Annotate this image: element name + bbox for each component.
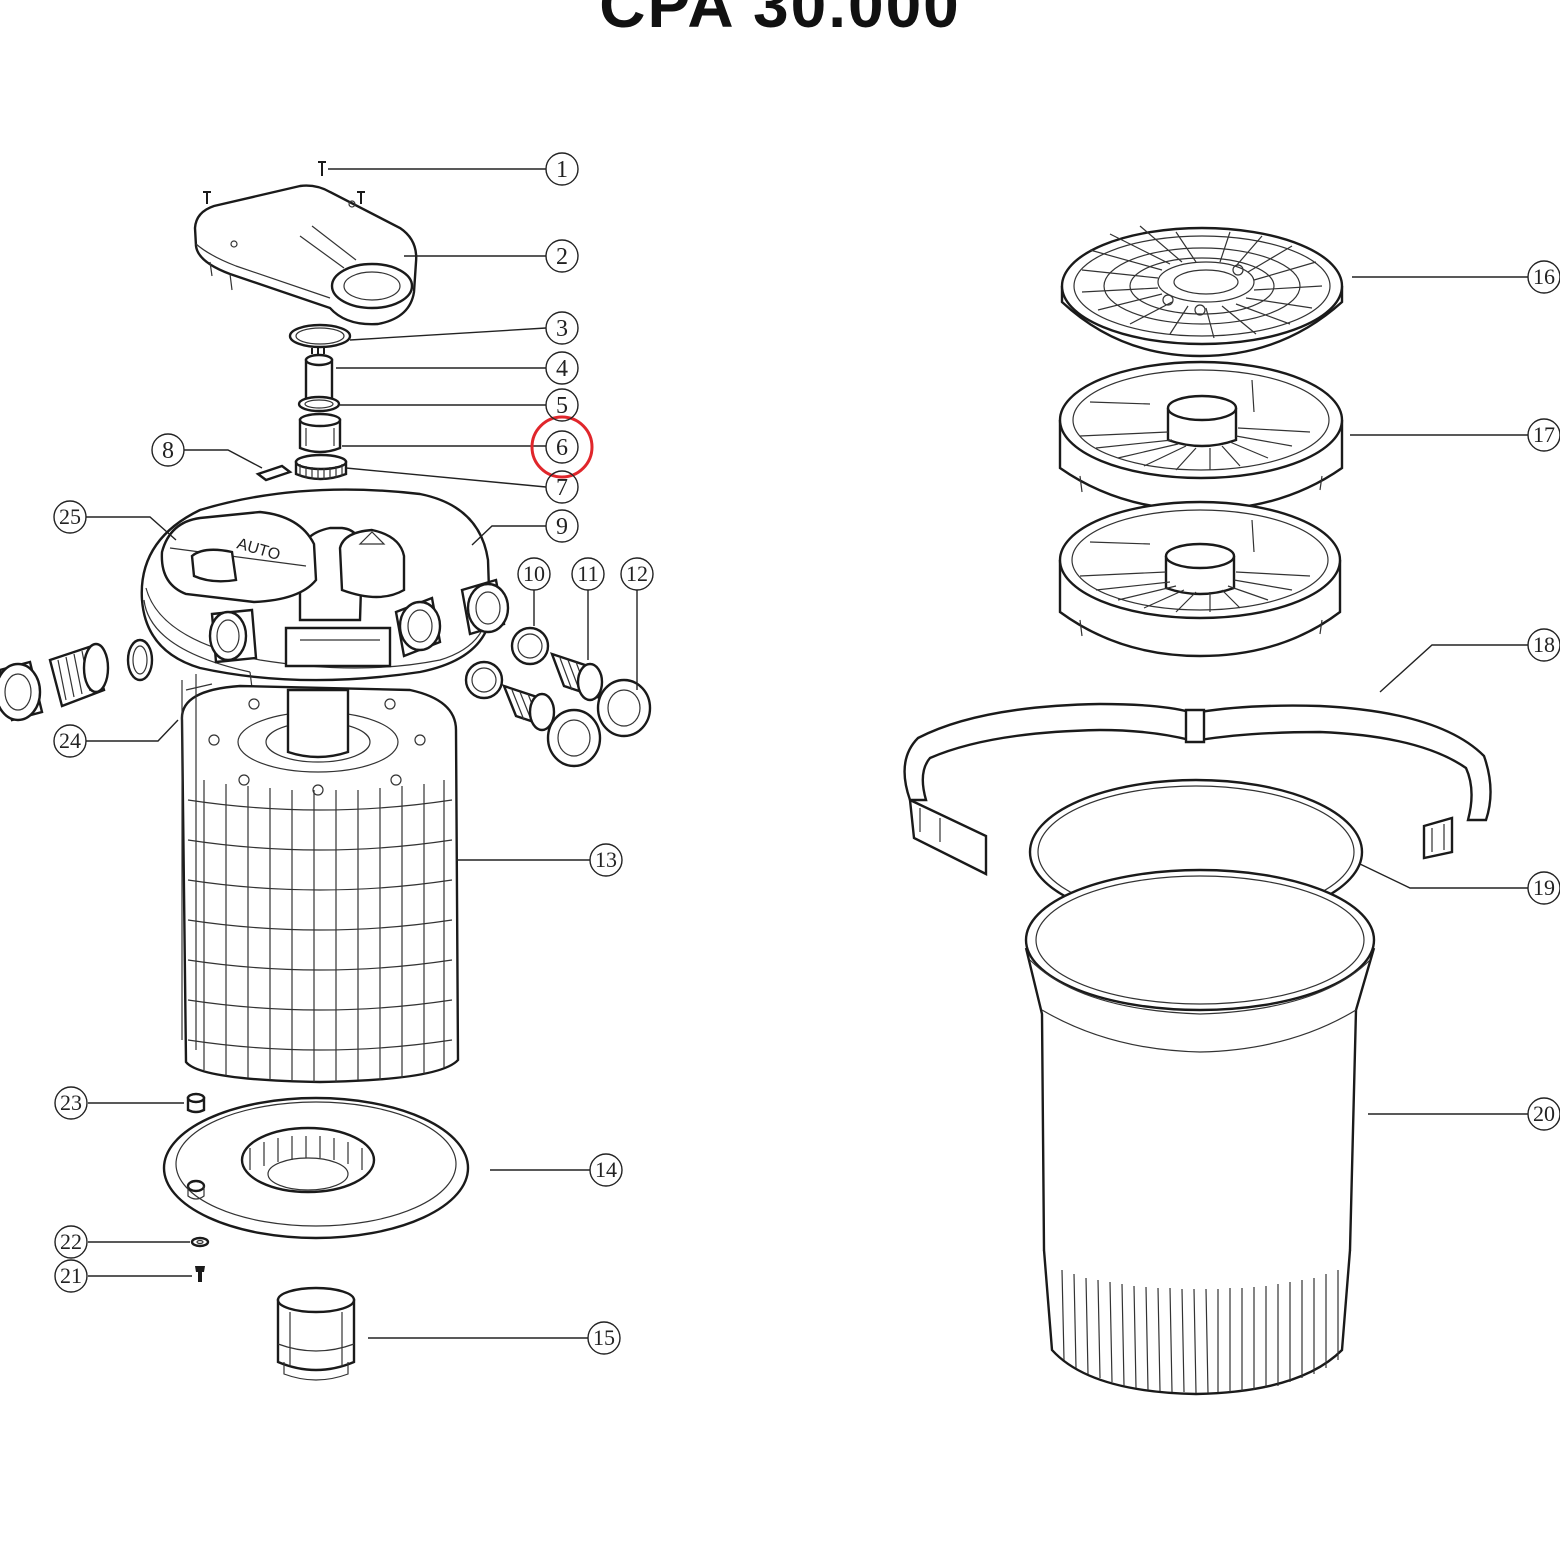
svg-text:3: 3 xyxy=(556,316,568,342)
part-7-gear-ring xyxy=(294,453,348,481)
svg-text:25: 25 xyxy=(59,504,81,529)
part-8-label-plate xyxy=(255,464,293,482)
part-3-o-ring xyxy=(288,323,352,349)
svg-text:19: 19 xyxy=(1533,875,1555,900)
callout-1: 1 xyxy=(545,152,579,186)
part-17-filter-trays xyxy=(1058,360,1344,658)
part-10-o-rings xyxy=(464,626,550,700)
callout-23: 23 xyxy=(54,1086,88,1120)
svg-text:23: 23 xyxy=(60,1090,82,1115)
callout-17: 17 xyxy=(1527,418,1560,452)
callout-20: 20 xyxy=(1527,1097,1560,1131)
svg-text:10: 10 xyxy=(523,561,545,586)
callout-5: 5 xyxy=(545,388,579,422)
svg-text:4: 4 xyxy=(556,356,568,382)
callout-16: 16 xyxy=(1527,260,1560,294)
callout-labels: 1 2 3 4 5 6 7 8 9 10 11 12 13 14 15 21 2… xyxy=(53,152,1560,1355)
svg-text:21: 21 xyxy=(60,1263,82,1288)
svg-text:14: 14 xyxy=(595,1157,617,1182)
svg-text:11: 11 xyxy=(577,561,598,586)
svg-text:13: 13 xyxy=(595,847,617,872)
callout-8: 8 xyxy=(151,433,185,467)
callout-2: 2 xyxy=(545,239,579,273)
part-25-auto-cover: AUTO xyxy=(160,510,318,604)
part-21-screw xyxy=(195,1266,205,1282)
diagram-title: CPA 30.000 xyxy=(599,0,961,41)
svg-text:15: 15 xyxy=(593,1325,615,1350)
part-4-shaft xyxy=(304,348,334,405)
part-14-base-plate xyxy=(162,1096,470,1240)
callout-15: 15 xyxy=(587,1321,621,1355)
part-18-clamp-band xyxy=(903,702,1492,876)
callout-18: 18 xyxy=(1527,628,1560,662)
svg-text:1: 1 xyxy=(556,157,568,183)
svg-text:18: 18 xyxy=(1533,632,1555,657)
part-13-filter-cylinder xyxy=(180,674,460,1084)
callout-9: 9 xyxy=(545,509,579,543)
part-23-small-cap xyxy=(186,1092,206,1114)
svg-text:6: 6 xyxy=(556,435,568,461)
svg-text:8: 8 xyxy=(162,438,174,464)
part-11-hose-tails xyxy=(501,652,604,732)
part-12-union-nuts xyxy=(546,678,652,768)
svg-text:17: 17 xyxy=(1533,422,1555,447)
callout-24: 24 xyxy=(53,724,87,758)
svg-text:24: 24 xyxy=(59,728,81,753)
callout-4: 4 xyxy=(545,351,579,385)
part-6-shaft-segment xyxy=(298,412,342,454)
part-20-bowl xyxy=(1024,868,1376,1396)
lid-connectors xyxy=(208,578,510,664)
callout-10: 10 xyxy=(517,557,551,591)
svg-text:16: 16 xyxy=(1533,264,1555,289)
highlight-ring xyxy=(530,415,594,479)
part-24-side-fittings xyxy=(0,638,154,722)
callout-22: 22 xyxy=(54,1225,88,1259)
svg-text:5: 5 xyxy=(556,393,568,419)
part-15-sleeve xyxy=(276,1286,356,1381)
svg-text:7: 7 xyxy=(556,475,568,501)
svg-text:20: 20 xyxy=(1533,1101,1555,1126)
callout-19: 19 xyxy=(1527,871,1560,905)
part-5-ring xyxy=(297,395,341,413)
svg-text:22: 22 xyxy=(60,1229,82,1254)
callout-14: 14 xyxy=(589,1153,623,1187)
callout-11: 11 xyxy=(571,557,605,591)
part-2-top-housing xyxy=(193,184,418,326)
callout-lines xyxy=(86,168,1528,1339)
svg-text:2: 2 xyxy=(556,244,568,270)
svg-text:9: 9 xyxy=(556,514,568,540)
callout-3: 3 xyxy=(545,311,579,345)
part-16-grid-plate xyxy=(1060,225,1344,358)
part-22-washer xyxy=(190,1236,210,1248)
svg-text:12: 12 xyxy=(626,561,648,586)
callout-12: 12 xyxy=(620,557,654,591)
callout-13: 13 xyxy=(589,843,623,877)
callout-25: 25 xyxy=(53,500,87,534)
callout-21: 21 xyxy=(54,1259,88,1293)
callout-6: 6 xyxy=(545,430,579,464)
callout-7: 7 xyxy=(545,470,579,504)
